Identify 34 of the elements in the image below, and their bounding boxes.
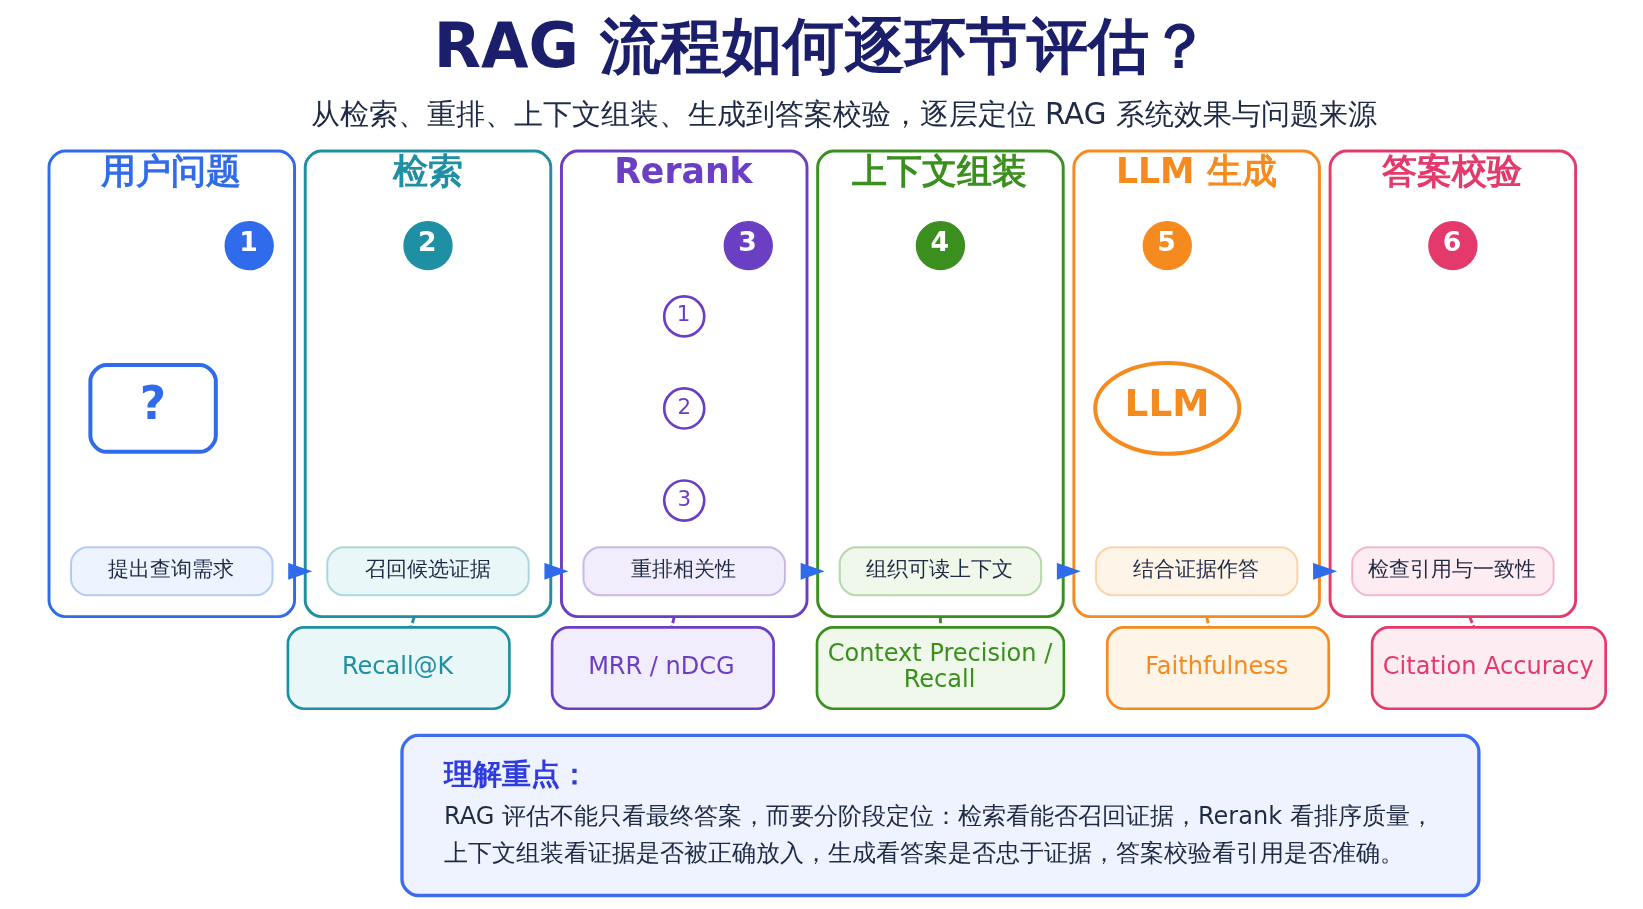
- connector: [1204, 616, 1210, 628]
- node-circle: 4: [915, 220, 965, 271]
- node-ellipse: LLM: [1092, 361, 1241, 456]
- node-circle: 6: [1427, 220, 1478, 271]
- node-box: 结合证据作答: [1094, 546, 1298, 597]
- node-box: 召回候选证据: [325, 546, 530, 597]
- node-circle: 5: [1142, 220, 1192, 271]
- node-box: MRR / nDCG: [550, 625, 775, 711]
- arrow: [1056, 562, 1081, 580]
- connector: [669, 616, 676, 628]
- node-box: 提出查询需求: [69, 546, 274, 597]
- node-circle: 3: [723, 220, 773, 271]
- arrow: [543, 562, 569, 580]
- node-box: ?: [87, 363, 218, 454]
- node-box: Citation Accuracy: [1370, 625, 1607, 711]
- node-circle: 1: [662, 295, 706, 338]
- arrow: [1312, 562, 1337, 580]
- node-circle: 2: [662, 387, 706, 430]
- node-box: 理解重点： RAG 评估不能只看最终答案，而要分阶段定位：检索看能否召回证据，Rerank 看排序质量，上下文组装看证据是否被正确放入，生成看答案是否忠于证据，答案校验看引用是否准确。: [399, 733, 1481, 898]
- diagram-title: RAG 流程如何逐环节评估？: [433, 9, 1210, 81]
- node-box: 重排相关性: [581, 546, 786, 597]
- node-circle: 1: [224, 220, 274, 271]
- connector: [409, 616, 416, 628]
- node-box: 组织可读上下文: [838, 546, 1042, 597]
- label: 从检索、重排、上下文组装、生成到答案校验，逐层定位 RAG 系统效果与问题来源: [310, 96, 1377, 131]
- node-box: Recall@K: [286, 625, 511, 711]
- node-box: 检查引用与一致性: [1350, 546, 1555, 597]
- node-box: Faithfulness: [1105, 625, 1330, 711]
- node-circle: 3: [662, 479, 706, 522]
- connector: [1467, 616, 1475, 628]
- node-circle: 2: [402, 220, 453, 271]
- arrow: [287, 562, 312, 580]
- arrow: [800, 562, 825, 580]
- node-box: Context Precision / Recall: [815, 625, 1065, 711]
